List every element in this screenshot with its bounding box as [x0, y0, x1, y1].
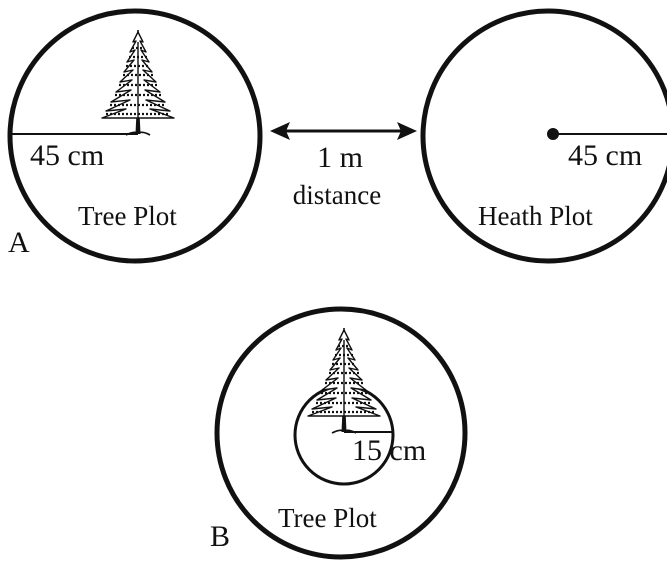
panel-b: 15 cm Tree Plot B	[210, 306, 468, 560]
heath-plot-circle	[420, 8, 667, 264]
distance-value-label: 1 m	[317, 141, 363, 174]
tree-icon	[100, 28, 176, 137]
heath-plot-caption: Heath Plot	[478, 201, 593, 231]
outer-tree-plot-circle	[214, 306, 468, 560]
panel-b-tree-plot-caption: Tree Plot	[278, 503, 377, 533]
panel-a-letter: A	[8, 226, 30, 259]
tree-icon	[306, 326, 382, 435]
arrow-right-head	[397, 122, 417, 140]
tree-plot-circle	[7, 8, 263, 264]
tree-plot-radius-label: 45 cm	[30, 139, 104, 172]
panel-b-letter: B	[210, 520, 230, 553]
arrow-left-head	[270, 122, 290, 140]
tree-plot-caption: Tree Plot	[78, 201, 177, 231]
distance-word-label: distance	[293, 180, 381, 210]
panel-a: 45 cm Tree Plot A 1 m distance 45 cm Hea…	[7, 8, 667, 264]
inner-radius-label: 15 cm	[352, 434, 426, 467]
heath-plot-radius-label: 45 cm	[568, 139, 642, 172]
